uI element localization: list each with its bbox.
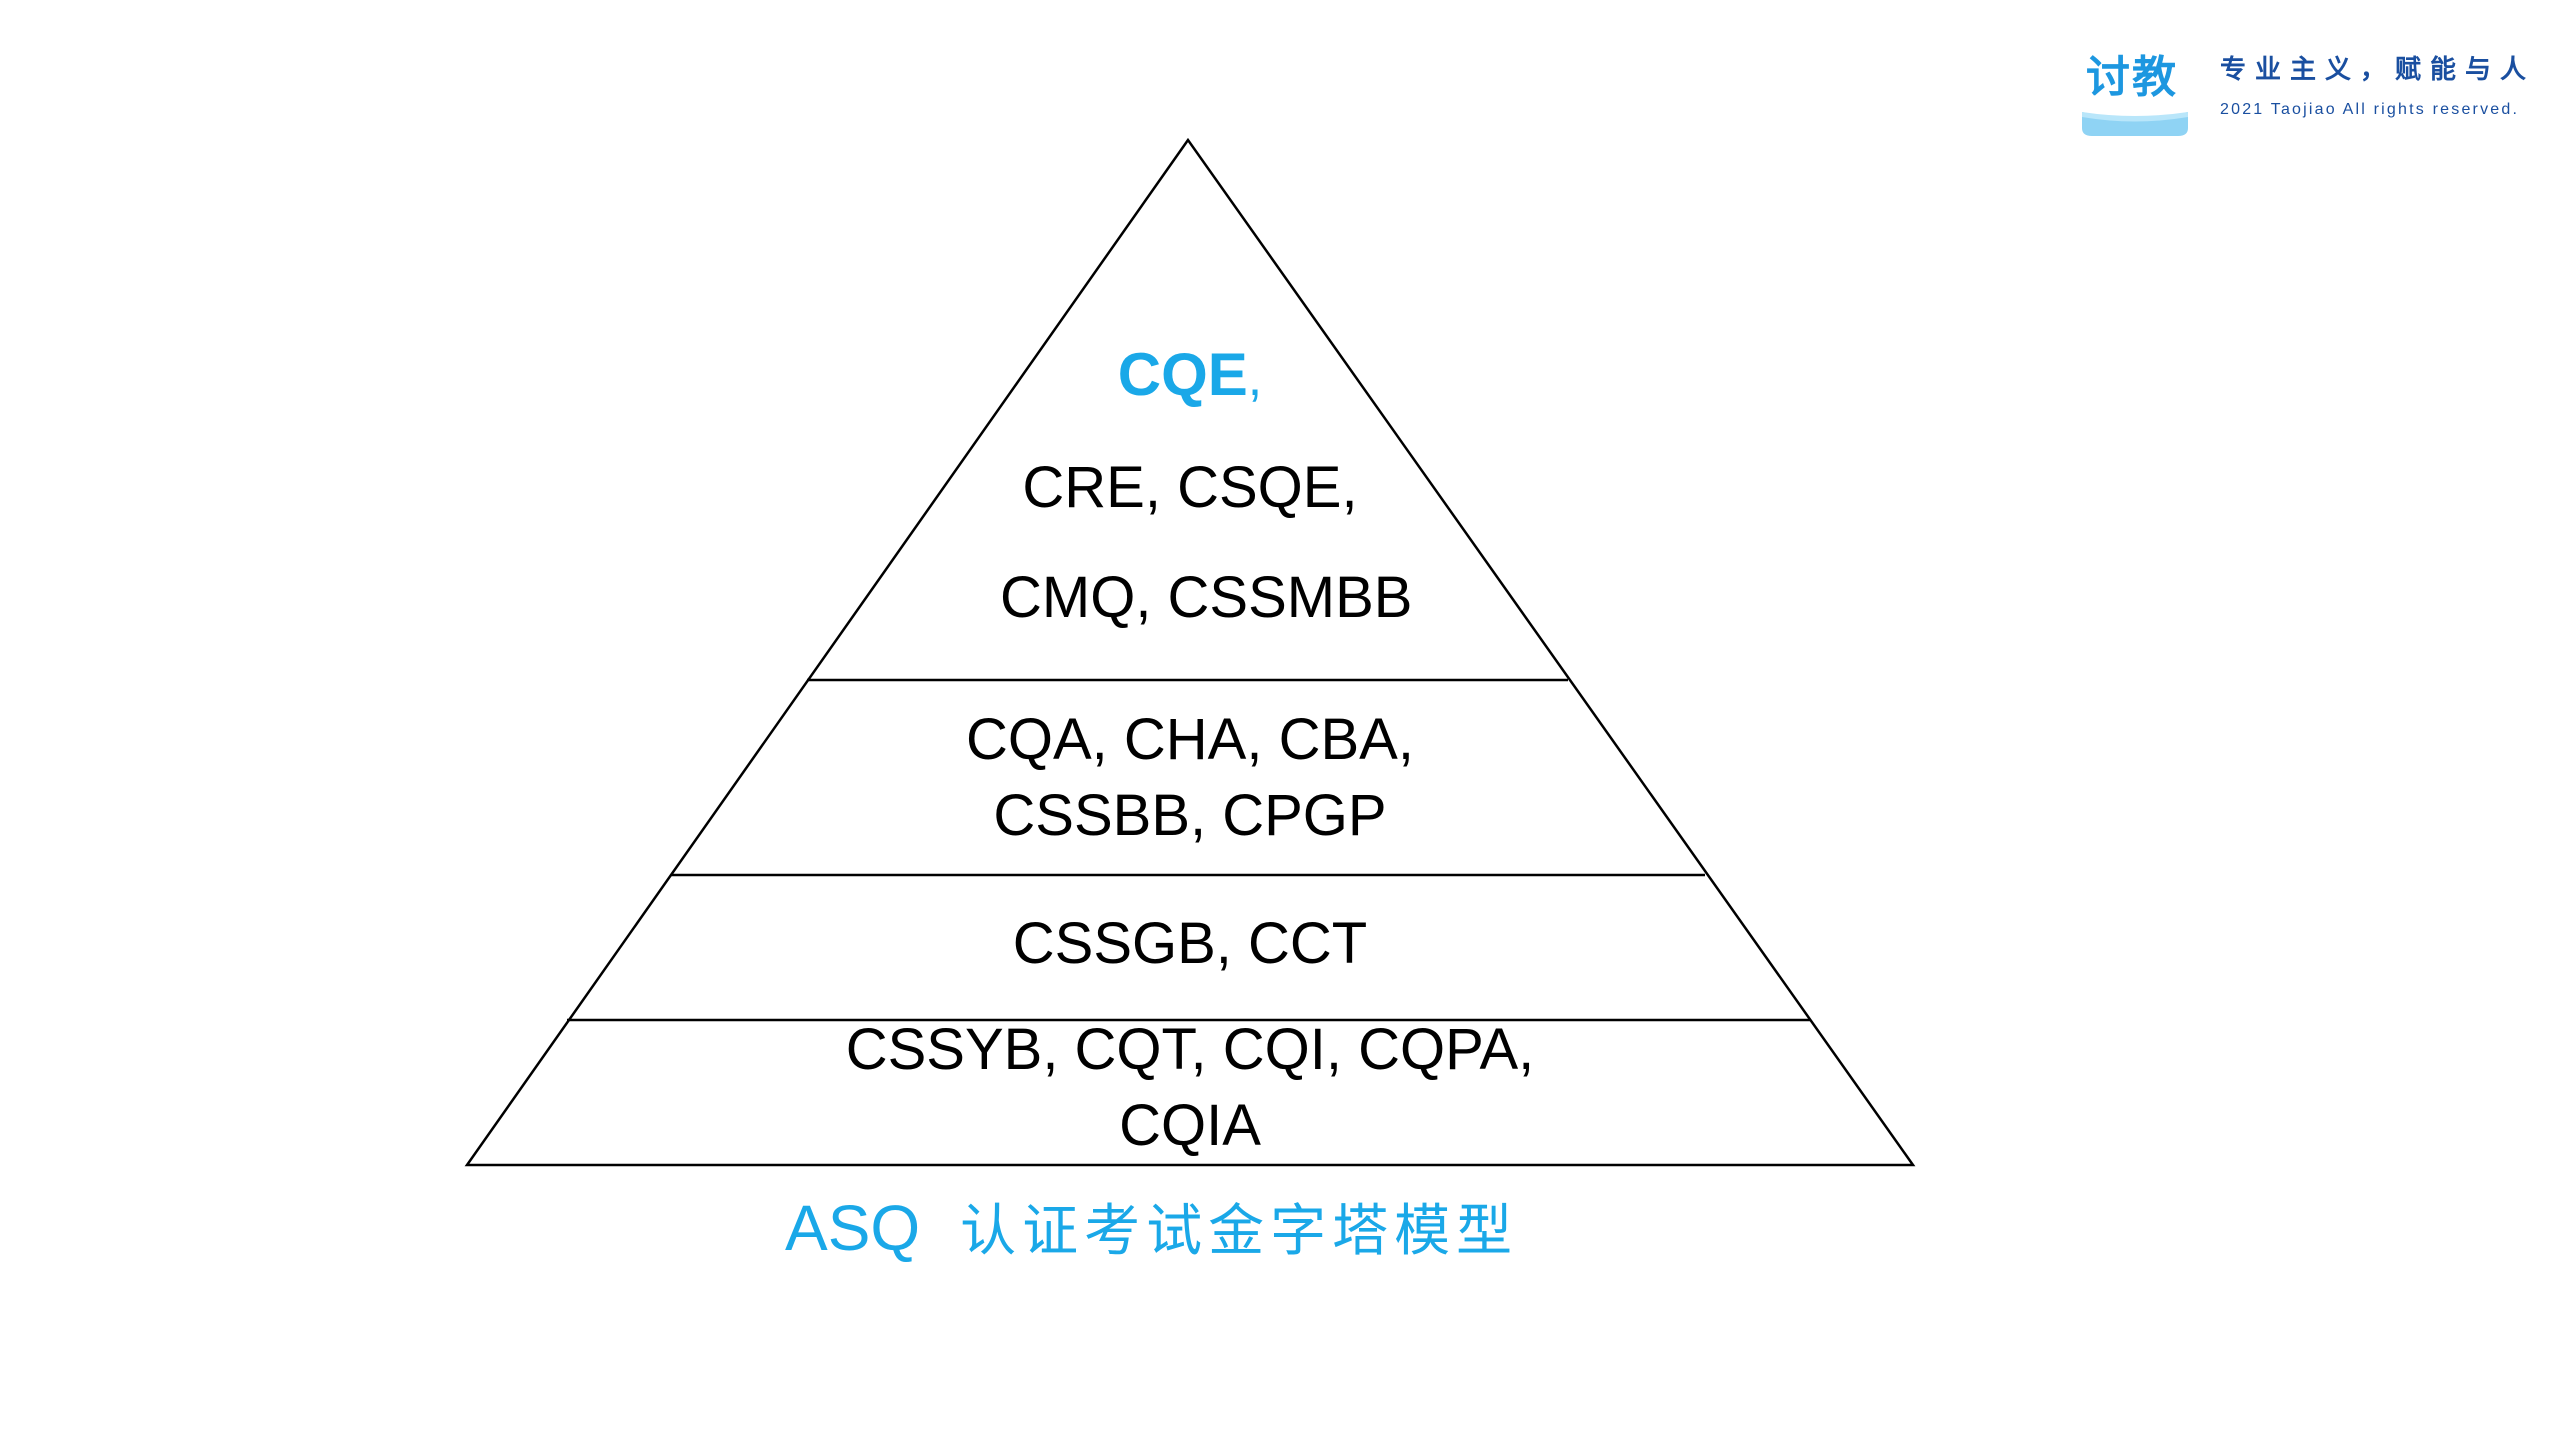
tier-3-line-1: CSSGB, CCT [1012, 911, 1368, 976]
pyramid-tier-3: CSSGB, CCT [880, 906, 1500, 982]
tier-2-line-1: CQA, CHA, CBA, [966, 707, 1414, 772]
tier-top-line-2: CRE, CSQE, [1022, 455, 1358, 520]
logo-text: 讨教 [2086, 53, 2178, 102]
tier-top-highlight-suffix: , [1247, 349, 1263, 407]
tier-top-line-1: CQE, [1000, 320, 1380, 433]
caption-text: 认证考试金字塔模型 [960, 1199, 1519, 1264]
pyramid-tier-2: CQA, CHA, CBA, CSSBB, CPGP [880, 702, 1500, 854]
tier-base-line-1: CSSYB, CQT, CQI, CQPA, [845, 1017, 1535, 1082]
brand-copyright: 2021 Taojiao All rights reserved. [2220, 101, 2520, 118]
brand-header: 讨教 专业主义，赋能与人 2021 Taojiao All rights res… [2080, 50, 2540, 140]
tier-top-line-3: CMQ, CSSMBB [1000, 565, 1413, 630]
tier-base-line-2: CQIA [1119, 1093, 1261, 1158]
pyramid-outline [464, 137, 1916, 1167]
taojiao-logo: 讨教 [2080, 50, 2190, 140]
caption-asq: ASQ [785, 1192, 921, 1264]
brand-slogan: 专业主义，赋能与人 [2220, 54, 2536, 84]
pyramid-tier-base: CSSYB, CQT, CQI, CQPA, CQIA [680, 1012, 1700, 1164]
tier-2-line-2: CSSBB, CPGP [993, 783, 1387, 848]
pyramid-tier-top: CQE, CRE, CSQE, CMQ, CSSMBB [1000, 320, 1413, 653]
logo-wave-icon [2082, 112, 2188, 136]
tier-top-highlight: CQE [1117, 341, 1248, 408]
